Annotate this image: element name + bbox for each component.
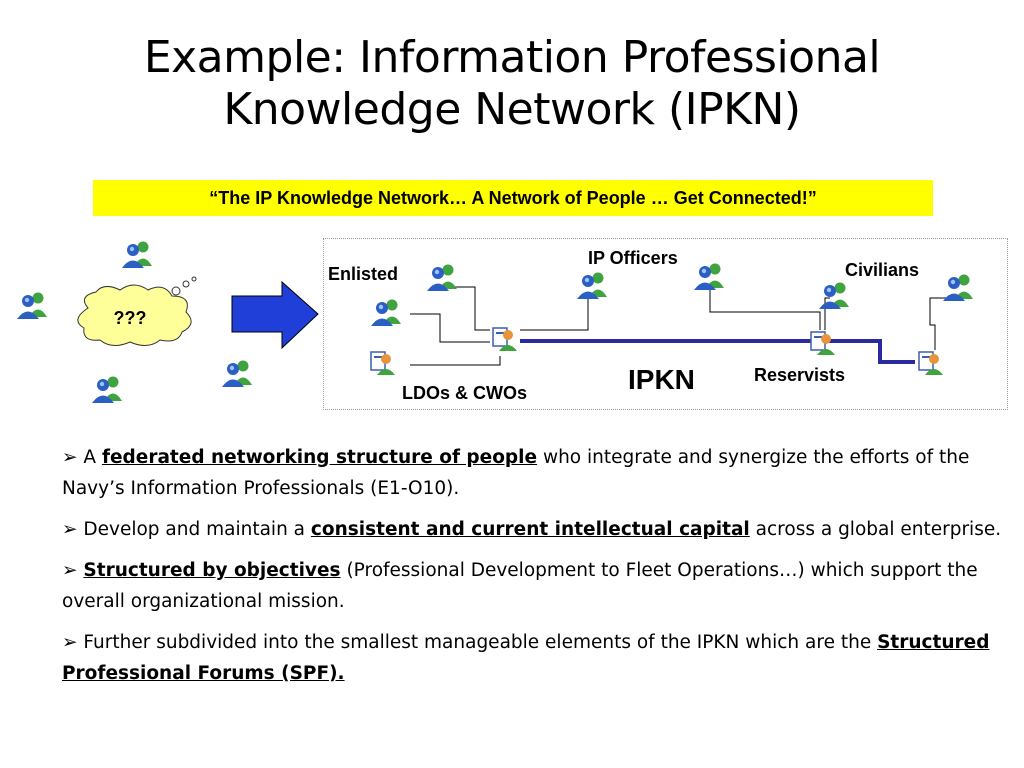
tagline-banner: “The IP Knowledge Network… A Network of … — [93, 180, 933, 216]
person-icon — [92, 376, 122, 403]
bullet-marker-icon: ➢ — [62, 447, 78, 468]
person-icon — [17, 292, 47, 319]
bullet-list: ➢ A federated networking structure of pe… — [62, 442, 1012, 699]
title-line-2: Knowledge Network (IPKN) — [223, 84, 801, 135]
flow-arrow — [231, 280, 319, 350]
thought-bubble — [77, 276, 197, 346]
bullet-emphasis: federated networking structure of people — [101, 447, 538, 468]
label-ldos-cwos: LDOs & CWOs — [402, 383, 528, 403]
title-line-1: Example: Information Professional — [143, 32, 881, 83]
bullet-marker-icon: ➢ — [62, 632, 78, 653]
bullet-item: ➢ A federated networking structure of pe… — [62, 447, 970, 499]
bullet-item: ➢ Further subdivided into the smallest m… — [62, 632, 990, 684]
ipkn-backbone — [520, 339, 915, 364]
bullet-marker-icon: ➢ — [62, 560, 78, 581]
connector-lines — [410, 284, 948, 366]
bullet-item: ➢ Develop and maintain a consistent and … — [62, 519, 1002, 540]
label-enlisted: Enlisted — [328, 264, 399, 284]
bullet-emphasis: Structured by objectives — [83, 560, 341, 581]
label-ip-officers: IP Officers — [588, 248, 678, 268]
bullet-marker-icon: ➢ — [62, 519, 78, 540]
person-icon — [122, 241, 152, 268]
label-reservists: Reservists — [754, 365, 846, 385]
label-ipkn: IPKN — [628, 364, 695, 395]
thought-bubble-text: ??? — [113, 308, 147, 328]
bullet-emphasis: consistent and current intellectual capi… — [310, 519, 750, 540]
bullet-emphasis: Structured Professional Forums (SPF). — [62, 632, 990, 684]
person-icon — [222, 360, 252, 387]
slide-title: Example: Information Professional Knowle… — [40, 32, 984, 136]
bullet-item: ➢ Structured by objectives (Professional… — [62, 560, 978, 612]
network-panel — [323, 238, 1008, 410]
label-civilians: Civilians — [845, 260, 920, 280]
